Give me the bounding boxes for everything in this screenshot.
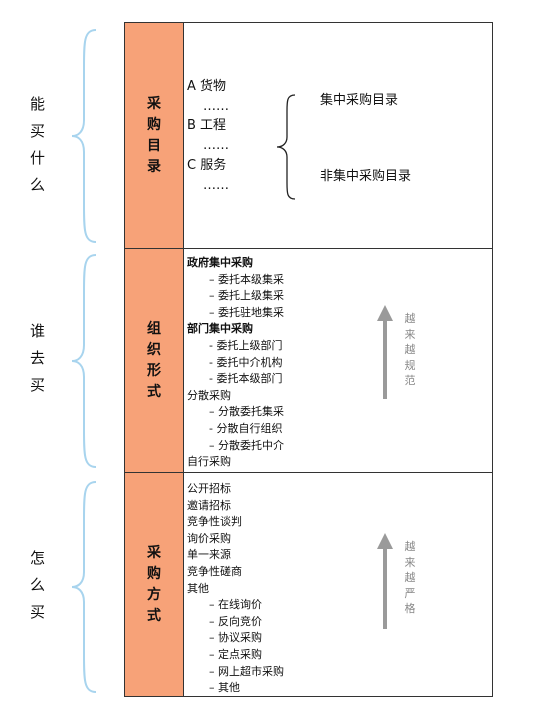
catalog-item: …… [203, 177, 229, 193]
method-header: 采购方式 [125, 473, 184, 696]
organization-item: 自行采购 [187, 455, 231, 469]
organization-item: - 委托本级部门 [209, 372, 283, 386]
method-item: 其他 [187, 581, 209, 595]
question-who: 谁去买 [30, 322, 46, 394]
catalog-item: …… [203, 138, 229, 154]
question-what: 能买什么 [30, 95, 46, 194]
method-header-text: 采购方式 [147, 544, 161, 624]
organization-item: – 分散委托中介 [209, 438, 284, 452]
catalog-item: C 服务 [187, 157, 227, 173]
method-item: – 协议采购 [209, 631, 262, 645]
organization-item: – 委托上级集采 [209, 289, 284, 303]
up-arrow-icon [377, 305, 393, 399]
catalog-branch-non-centralized: 非集中采购目录 [320, 169, 412, 184]
method-item: 询价采购 [187, 531, 231, 545]
method-item: – 网上超市采购 [209, 664, 284, 678]
method-section: 采购方式 公开招标 邀请招标 竞争性谈判 询价采购 单一来源 竞争性磋商 其他 … [124, 472, 493, 697]
catalog-list: A 货物 …… B 工程 …… C 服务 …… [187, 77, 229, 195]
organization-section: 组织形式 政府集中采购 – 委托本级集采 – 委托上级集采 – 委托驻地集采 部… [124, 248, 493, 473]
catalog-item: B 工程 [187, 118, 227, 134]
organization-item: – 委托驻地集采 [209, 305, 284, 319]
method-item: – 其他 [209, 681, 240, 695]
organization-item: - 委托上级部门 [209, 338, 283, 352]
method-item: 竞争性谈判 [187, 515, 242, 529]
method-arrow-label: 越来越严格 [404, 540, 416, 615]
organization-item: 部门集中采购 [187, 322, 253, 336]
method-item: – 反向竞价 [209, 614, 262, 628]
catalog-item: …… [203, 98, 229, 114]
organization-item: - 分散自行组织 [209, 421, 283, 435]
catalog-header-text: 采购目录 [147, 95, 161, 175]
organization-header: 组织形式 [125, 249, 184, 472]
organization-list: 政府集中采购 – 委托本级集采 – 委托上级集采 – 委托驻地集采 部门集中采购… [187, 255, 284, 471]
organization-item: - 委托中介机构 [209, 355, 283, 369]
catalog-brace-icon [276, 94, 296, 200]
brace-what [71, 29, 97, 243]
method-item: – 在线询价 [209, 598, 262, 612]
catalog-item: A 货物 [187, 79, 227, 94]
organization-item: 政府集中采购 [187, 256, 253, 269]
brace-how [71, 481, 97, 693]
organization-header-text: 组织形式 [147, 320, 161, 400]
method-item: – 定点采购 [209, 647, 262, 661]
method-item: 单一来源 [187, 548, 231, 562]
question-how: 怎么买 [30, 549, 46, 621]
up-arrow-icon [377, 533, 393, 629]
organization-item: 分散采购 [187, 388, 231, 402]
brace-who [71, 254, 97, 468]
organization-item: – 分散委托集采 [209, 405, 284, 419]
catalog-section: 采购目录 A 货物 …… B 工程 …… C 服务 …… 集中采购目录 非集中采… [124, 22, 493, 249]
method-item: 公开招标 [187, 482, 231, 495]
method-list: 公开招标 邀请招标 竞争性谈判 询价采购 单一来源 竞争性磋商 其他 – 在线询… [187, 481, 284, 697]
method-item: 竞争性磋商 [187, 564, 242, 578]
catalog-branch-centralized: 集中采购目录 [320, 93, 399, 108]
organization-arrow-label: 越来越规范 [404, 312, 416, 387]
catalog-header: 采购目录 [125, 23, 184, 248]
organization-item: – 委托本级集采 [209, 272, 284, 286]
method-item: 邀请招标 [187, 498, 231, 512]
